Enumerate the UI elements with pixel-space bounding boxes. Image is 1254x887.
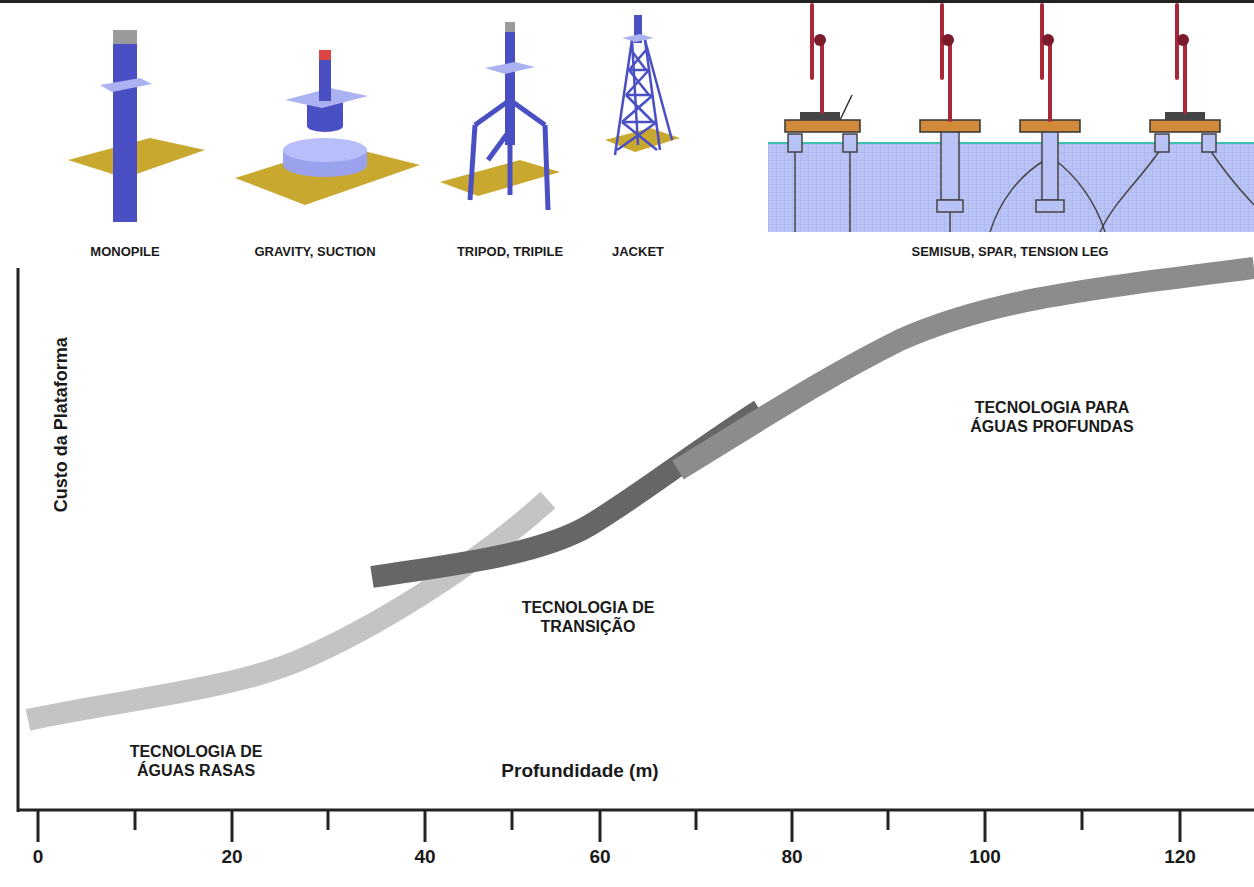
part-name: JACKET [612,244,664,260]
region-label: TECNOLOGIA PARA ÁGUAS PROFUNDAS [947,398,1157,436]
tick-label: 80 [781,846,802,869]
tick-label: 60 [589,846,610,869]
axis-title: Profundidade (m) [501,760,658,783]
part-name: GRAVITY, SUCTION [254,244,375,260]
axis-title: Custo da Plataforma [51,337,73,512]
part-name: SEMISUB, SPAR, TENSION LEG [912,244,1109,260]
tick-label: 20 [221,846,242,869]
tick-label: 40 [414,846,435,869]
region-label: TECNOLOGIA DE TRANSIÇÃO [513,598,663,636]
part-name: TRIPOD, TRIPILE [457,244,563,260]
part-name: MONOPILE [90,244,159,260]
tick-label: 120 [1164,846,1196,869]
tick-label: 100 [969,846,1001,869]
tick-label: 0 [33,846,44,869]
region-label: TECNOLOGIA DE ÁGUAS RASAS [121,742,271,780]
